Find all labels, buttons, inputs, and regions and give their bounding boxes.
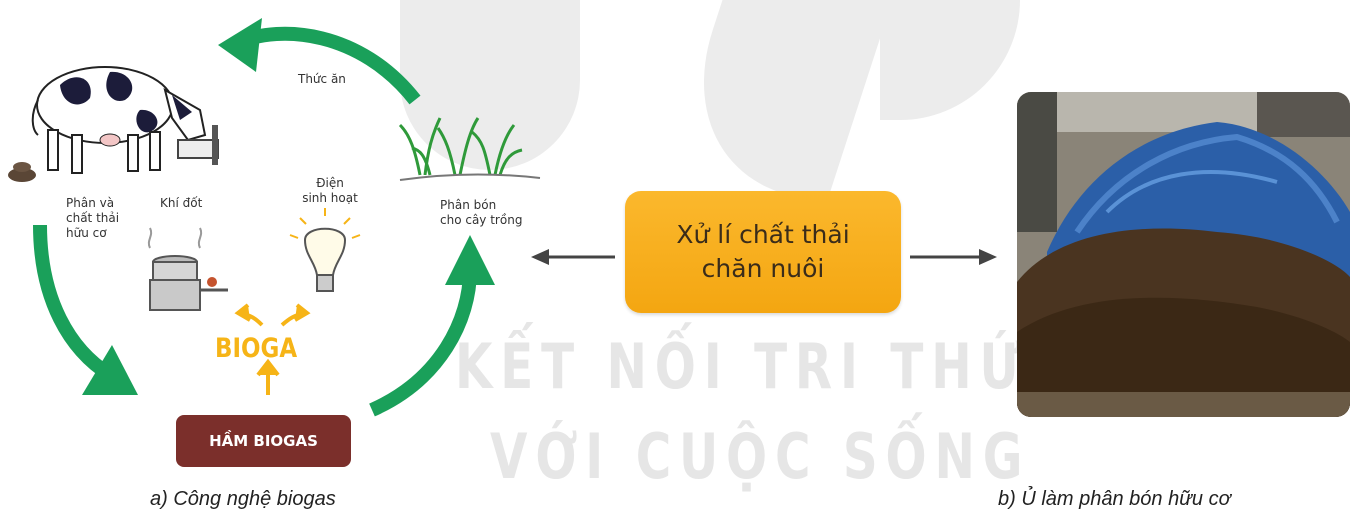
watermark-logo-shape: [657, 0, 893, 200]
watermark-logo-shape: [880, 0, 1020, 120]
caption-left: a) Công nghệ biogas: [150, 488, 336, 510]
caption-right: b) Ủ làm phân bón hữu cơ: [998, 488, 1231, 510]
gas-stove-icon: [147, 227, 228, 311]
cycle-arrow-feed: [237, 26, 421, 105]
compost-photo-graphic: [1017, 92, 1350, 417]
cow-icon: [31, 66, 219, 174]
biogas-digester-box: HẦM BIOGAS: [176, 415, 351, 467]
connector-arrows: [531, 249, 997, 265]
bioga-label: BIOGA: [215, 333, 298, 364]
feed-label: Thức ăn: [298, 72, 346, 86]
cycle-arrowhead-manure: [82, 345, 138, 395]
cycle-arrow-manure: [33, 224, 114, 381]
biogas-digester-label: HẦM BIOGAS: [209, 432, 318, 450]
fertilizer-label: Phân bón cho cây trồng: [440, 198, 523, 227]
waste-treatment-box: Xử lí chất thải chăn nuôi: [625, 191, 901, 313]
waste-treatment-line-2: chăn nuôi: [701, 254, 825, 283]
dung-icon: [8, 162, 36, 182]
waste-treatment-line-1: Xử lí chất thải: [676, 220, 850, 249]
compost-photo: [1017, 92, 1350, 417]
watermark-line-1: KẾT NỐI TRI THỨC: [455, 330, 1071, 403]
watermark-line-2: VỚI CUỘC SỐNG: [490, 420, 1031, 493]
biogas-cycle-graphics: [8, 18, 541, 417]
cycle-arrowhead-fertilizer: [445, 235, 495, 285]
cycle-arrow-fertilizer: [369, 269, 477, 417]
gas-label: Khí đốt: [160, 196, 203, 210]
light-bulb-icon: [289, 208, 361, 292]
bioga-arrows: [234, 303, 311, 395]
manure-label: Phân và chất thải hữu cơ: [66, 196, 120, 240]
grass-icon: [398, 117, 541, 181]
cycle-arrowhead-feed: [218, 18, 262, 72]
electricity-label: Điện sinh hoạt: [302, 176, 358, 205]
